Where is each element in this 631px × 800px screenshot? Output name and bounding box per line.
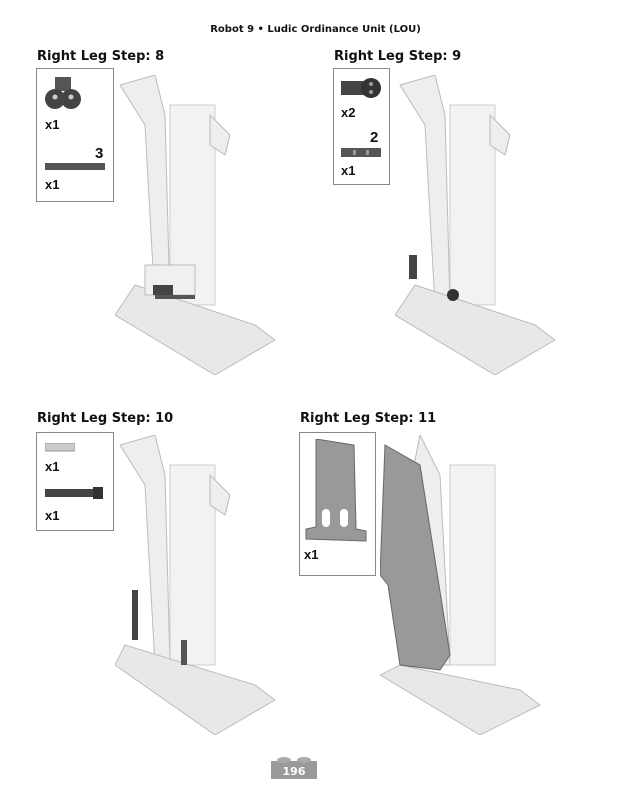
step-10-title: Right Leg Step: 10 [37, 411, 174, 426]
step-8-model-illustration [115, 75, 276, 375]
part-qty: x1 [45, 177, 60, 192]
panel-icon [305, 439, 367, 542]
page-header: Robot 9 • Ludic Ordinance Unit (LOU) [210, 24, 421, 35]
step-11-model-illustration [380, 435, 541, 735]
part-qty: x1 [341, 163, 356, 178]
page-number-badge: 196 [271, 757, 317, 779]
part-qty: x1 [45, 117, 60, 132]
step-9-model-illustration [395, 75, 556, 375]
axle-length: 2 [370, 129, 379, 146]
part-qty: x2 [341, 105, 356, 120]
step-11-parts-box: x1 [299, 432, 376, 576]
part-qty: x1 [45, 459, 60, 474]
double-pin-connector-icon [45, 77, 81, 109]
step-9-title: Right Leg Step: 9 [334, 49, 462, 64]
axle-length: 3 [95, 145, 104, 162]
axle-icon [45, 163, 105, 170]
dark-long-pin-icon [45, 487, 103, 499]
step-10-parts-box: x1 x1 [36, 432, 114, 531]
part-qty: x1 [45, 508, 60, 523]
axle-with-stop-icon [341, 148, 381, 157]
step-11-title: Right Leg Step: 11 [300, 411, 437, 426]
step-8-title: Right Leg Step: 8 [37, 49, 165, 64]
part-qty: x1 [304, 547, 319, 562]
light-pin-icon [45, 443, 75, 452]
page-number: 196 [282, 765, 306, 778]
step-9-parts-box: x2 2 x1 [333, 68, 390, 185]
step-8-parts-box: x1 3 x1 [36, 68, 114, 202]
step-10-model-illustration [115, 435, 276, 735]
axle-pin-connector-icon [341, 78, 381, 98]
